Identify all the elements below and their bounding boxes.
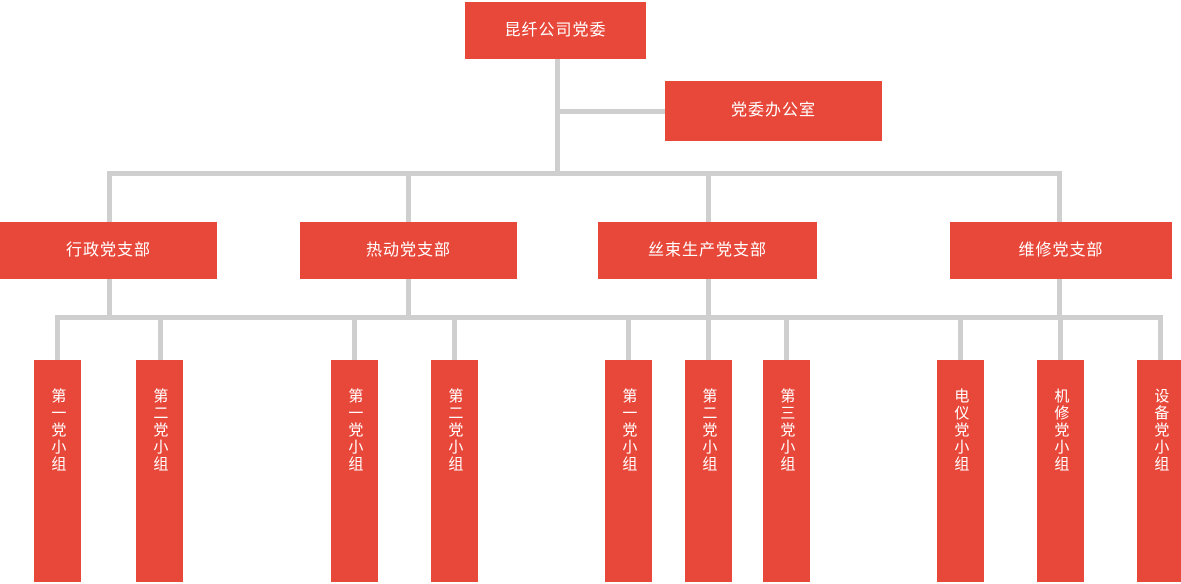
connector-drop-group-3	[352, 315, 357, 362]
connector-drop-group-2	[158, 315, 163, 362]
node-branch-maintenance[interactable]: 维修党支部	[950, 222, 1172, 279]
connector-drop-branch-4	[1057, 171, 1062, 222]
connector-group-bus	[55, 315, 1163, 320]
connector-drop-branch-2	[406, 171, 411, 222]
connector-drop-group-7	[784, 315, 789, 362]
connector-drop-group-4	[452, 315, 457, 362]
node-party-office[interactable]: 党委办公室	[665, 81, 882, 141]
node-group-tow-2[interactable]: 第二党小组	[685, 360, 732, 582]
node-branch-maintenance-label: 维修党支部	[1018, 241, 1104, 259]
node-group-admin-2[interactable]: 第二党小组	[136, 360, 183, 582]
node-branch-thermal-power[interactable]: 热动党支部	[300, 222, 517, 279]
connector-drop-group-9	[1058, 315, 1063, 362]
node-group-tow-3-label: 第三党小组	[778, 388, 796, 473]
node-branch-administrative-label: 行政党支部	[65, 241, 151, 259]
connector-branch-bus	[107, 171, 1061, 176]
connector-riser-branch-2	[406, 279, 411, 319]
node-party-committee-label: 昆纤公司党委	[504, 21, 607, 39]
node-group-thermal-2-label: 第二党小组	[446, 388, 464, 473]
connector-riser-branch-1	[107, 279, 112, 319]
node-group-thermal-1-label: 第一党小组	[346, 388, 364, 473]
connector-drop-branch-3	[706, 171, 711, 222]
connector-drop-group-8	[958, 315, 963, 362]
connector-drop-branch-1	[107, 171, 112, 222]
node-group-electrical-instrument[interactable]: 电仪党小组	[937, 360, 984, 582]
connector-drop-group-10	[1158, 315, 1163, 362]
node-party-committee[interactable]: 昆纤公司党委	[465, 2, 646, 59]
node-group-thermal-1[interactable]: 第一党小组	[331, 360, 378, 582]
node-group-machine-repair-label: 机修党小组	[1052, 388, 1070, 473]
node-group-machine-repair[interactable]: 机修党小组	[1037, 360, 1084, 582]
connector-drop-group-1	[55, 315, 60, 362]
connector-riser-branch-3	[706, 279, 711, 319]
node-group-tow-1-label: 第一党小组	[620, 388, 638, 473]
node-group-equipment[interactable]: 设备党小组	[1137, 360, 1181, 582]
connector-drop-group-6	[706, 315, 711, 362]
connector-root-trunk	[555, 59, 560, 176]
node-group-tow-2-label: 第二党小组	[700, 388, 718, 473]
node-branch-administrative[interactable]: 行政党支部	[0, 222, 217, 279]
node-group-tow-1[interactable]: 第一党小组	[605, 360, 652, 582]
node-branch-tow-production-label: 丝束生产党支部	[647, 241, 767, 259]
node-group-admin-2-label: 第二党小组	[151, 388, 169, 473]
connector-riser-branch-4	[1057, 279, 1062, 319]
connector-drop-group-5	[626, 315, 631, 362]
node-group-equipment-label: 设备党小组	[1152, 388, 1170, 473]
node-group-tow-3[interactable]: 第三党小组	[763, 360, 810, 582]
node-group-electrical-instrument-label: 电仪党小组	[952, 388, 970, 473]
connector-root-to-office	[555, 109, 667, 114]
node-party-office-label: 党委办公室	[730, 102, 816, 119]
node-branch-thermal-power-label: 热动党支部	[365, 241, 451, 259]
node-group-thermal-2[interactable]: 第二党小组	[431, 360, 478, 582]
node-branch-tow-production[interactable]: 丝束生产党支部	[598, 222, 817, 279]
node-group-admin-1-label: 第一党小组	[49, 388, 67, 473]
node-group-admin-1[interactable]: 第一党小组	[34, 360, 81, 582]
